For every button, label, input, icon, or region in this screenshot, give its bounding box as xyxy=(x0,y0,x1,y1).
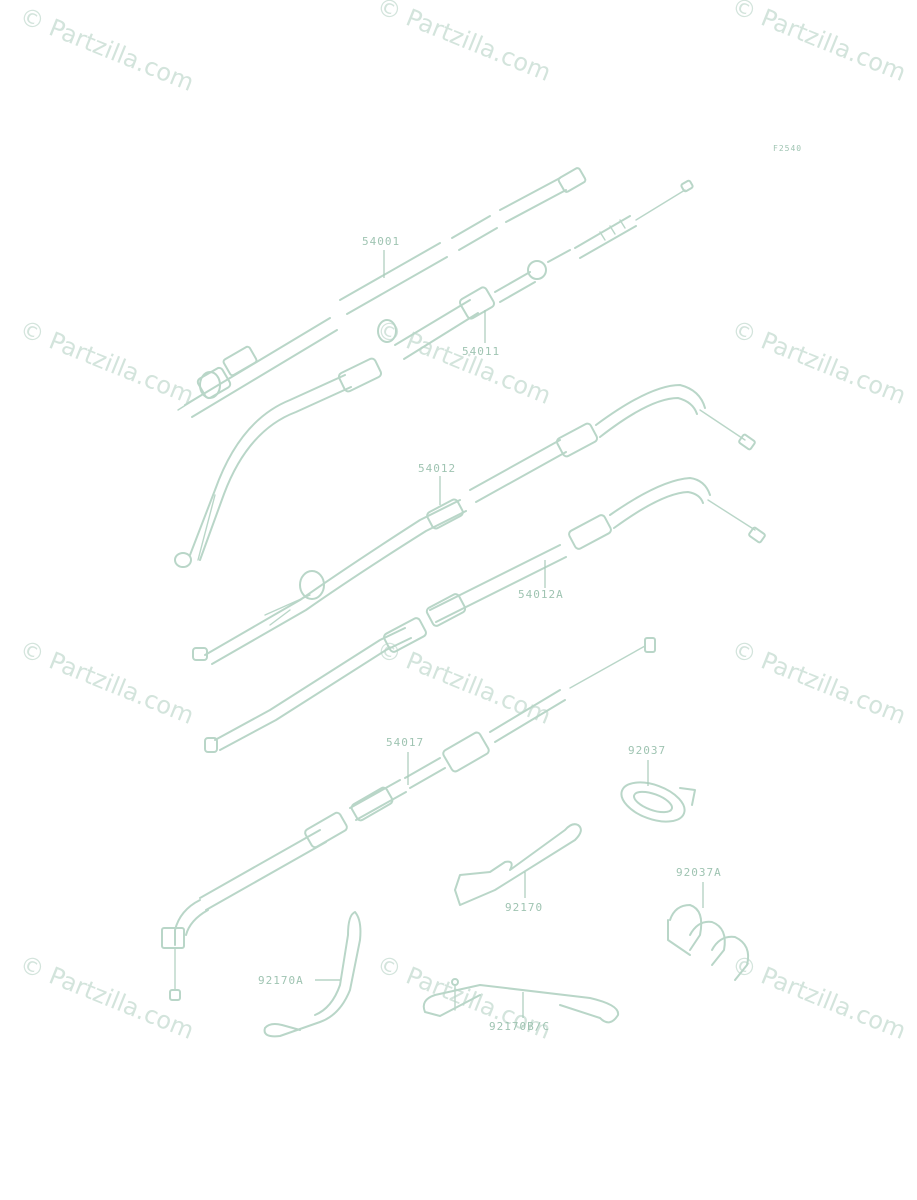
watermark-layer: © Partzilla.com © Partzilla.com © Partzi… xyxy=(16,0,910,1045)
part-54012-drawing xyxy=(174,357,756,665)
part-54001-drawing xyxy=(177,167,587,418)
part-label-92170: 92170 xyxy=(505,901,543,914)
part-54011-drawing xyxy=(377,179,694,360)
watermark: © Partzilla.com xyxy=(728,950,910,1045)
part-92170-drawing xyxy=(454,823,582,906)
part-label-54001: 54001 xyxy=(362,235,400,248)
part-label-54012A: 54012A xyxy=(518,588,564,601)
part-label-92170BC: 92170B/C xyxy=(489,1020,550,1033)
part-label-54011: 54011 xyxy=(462,345,500,358)
watermark: © Partzilla.com xyxy=(373,0,555,87)
part-92170BC-drawing xyxy=(422,978,620,1024)
figure-code: F2540 xyxy=(773,144,802,153)
part-92037A-drawing xyxy=(667,904,750,981)
part-92170A-drawing xyxy=(263,911,362,1038)
part-label-54017: 54017 xyxy=(386,736,424,749)
part-label-92037A: 92037A xyxy=(676,866,722,879)
part-label-92170A: 92170A xyxy=(258,974,304,987)
part-92037-drawing xyxy=(620,781,696,823)
watermark: © Partzilla.com xyxy=(728,315,910,410)
part-54017-drawing xyxy=(161,637,656,1001)
watermark: © Partzilla.com xyxy=(373,315,555,410)
watermark: © Partzilla.com xyxy=(728,635,910,730)
watermark: © Partzilla.com xyxy=(16,635,198,730)
watermark: © Partzilla.com xyxy=(16,2,198,97)
watermark: © Partzilla.com xyxy=(16,315,198,410)
watermark: © Partzilla.com xyxy=(728,0,910,87)
part-54012A-drawing xyxy=(204,477,766,753)
part-label-54012: 54012 xyxy=(418,462,456,475)
callouts: 54001 54011 54012 54012A 54017 92037 920… xyxy=(258,235,722,1033)
part-label-92037: 92037 xyxy=(628,744,666,757)
